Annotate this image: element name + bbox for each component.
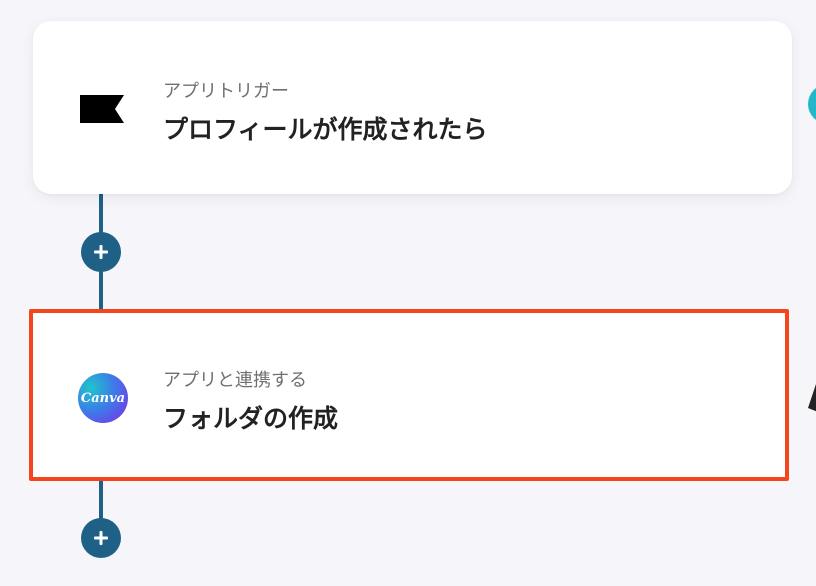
trigger-step-title: プロフィールが作成されたら bbox=[163, 115, 488, 144]
trigger-step-card[interactable]: アプリトリガー プロフィールが作成されたら bbox=[33, 21, 792, 194]
action-step-title: フォルダの作成 bbox=[163, 404, 339, 433]
canva-logo-text: Canva bbox=[80, 390, 126, 406]
side-arrow-icon bbox=[808, 384, 816, 412]
flow-connector bbox=[99, 479, 103, 539]
add-step-button[interactable] bbox=[81, 518, 121, 558]
plus-icon bbox=[94, 531, 108, 545]
side-node-icon[interactable] bbox=[808, 84, 816, 124]
action-step-card[interactable]: Canva アプリと連携する フォルダの作成 bbox=[29, 309, 789, 481]
canva-logo-icon: Canva bbox=[78, 373, 128, 423]
add-step-button[interactable] bbox=[81, 232, 121, 272]
flag-icon bbox=[77, 84, 127, 134]
trigger-step-label: アプリトリガー bbox=[163, 81, 289, 102]
plus-icon bbox=[94, 245, 108, 259]
action-step-label: アプリと連携する bbox=[163, 370, 307, 391]
